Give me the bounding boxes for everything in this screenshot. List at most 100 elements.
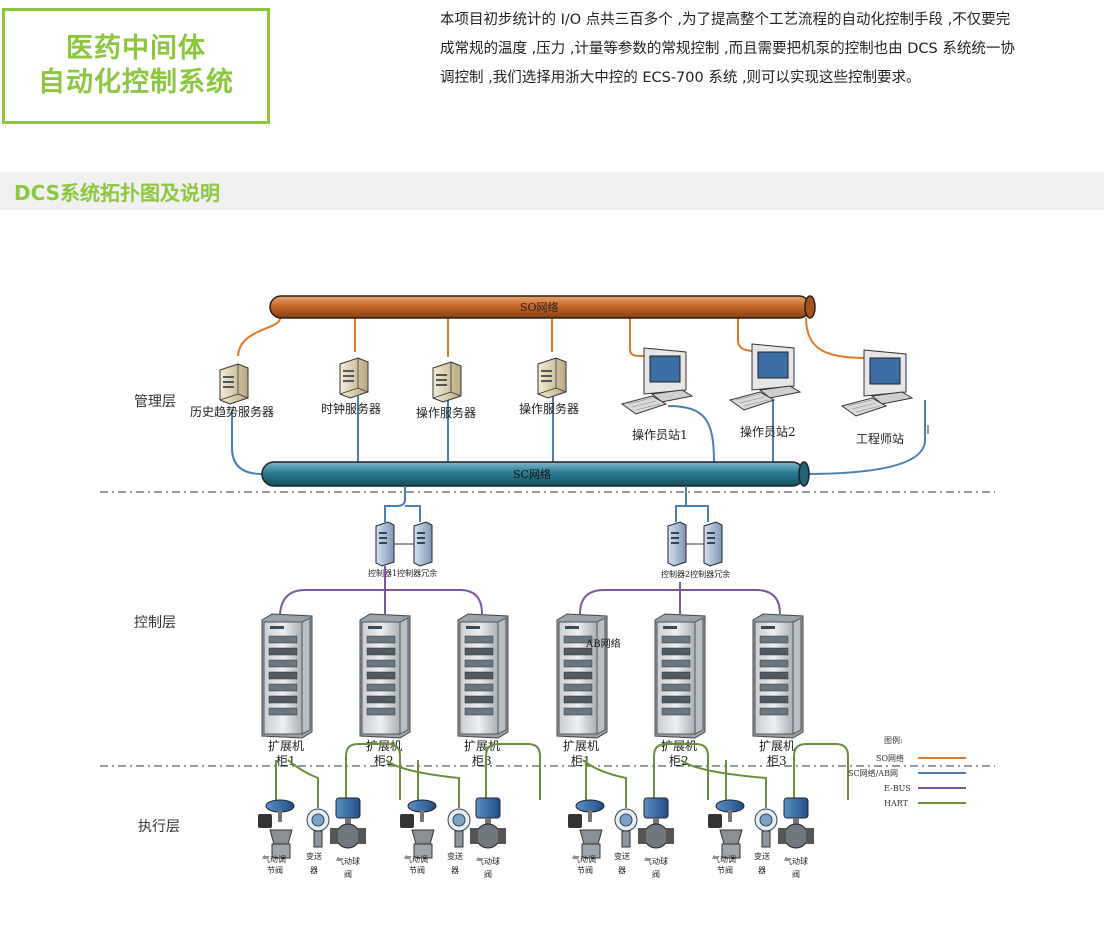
section-title: DCS系统拓扑图及说明 xyxy=(14,181,221,205)
legend-item-label: HART xyxy=(884,799,909,808)
hart-wires xyxy=(385,743,541,808)
control-valve-icon xyxy=(400,799,437,859)
device-label: 节阀 xyxy=(409,866,425,875)
legend-item: SO网络 xyxy=(876,753,966,763)
transmitter-icon xyxy=(614,808,638,848)
controller-uplinks xyxy=(384,486,709,522)
ball-valve-icon xyxy=(470,797,506,849)
device-label: 气动球 xyxy=(476,856,500,866)
control-valve-icon xyxy=(568,799,605,859)
cabinet-label-line2: 柜3 xyxy=(472,754,492,768)
cabinet-label-line1: 扩展机 xyxy=(563,739,599,753)
sc-network-bus: SC网络 xyxy=(261,461,810,487)
device-label: 变送 xyxy=(447,851,463,861)
server-label-4: 操作服务器 xyxy=(519,401,579,416)
legend-title: 图例: xyxy=(884,735,903,745)
legend-item-label: SC网络/AB网 xyxy=(848,768,898,778)
server-label-3: 操作服务器 xyxy=(416,405,476,420)
ball-valve-icon xyxy=(638,797,674,849)
sc-link-history-server xyxy=(231,410,263,475)
controller-label-2: 控制器2控制器冗余 xyxy=(661,569,730,579)
legend-item-label: SO网络 xyxy=(876,753,904,763)
device-label: 器 xyxy=(758,866,766,875)
title-line-1: 医药中间体 xyxy=(66,33,206,64)
server-icon xyxy=(339,357,369,399)
controller-pair-1 xyxy=(375,521,433,567)
device-label: 变送 xyxy=(306,851,322,861)
ball-valve-icon xyxy=(778,797,814,849)
hart-wires xyxy=(582,743,709,808)
so-link-operator-1 xyxy=(629,318,652,357)
device-label: 气动调 xyxy=(572,854,596,864)
computer-icon xyxy=(728,343,802,411)
hart-wires xyxy=(275,743,401,808)
ebus-links xyxy=(279,566,781,615)
field-devices: 气动调节阀变送器气动球阀气动调节阀变送器气动球阀气动调节阀变送器气动球阀气动调节… xyxy=(258,743,849,879)
transmitter-icon xyxy=(447,808,471,848)
server-icon xyxy=(219,363,249,405)
control-valve-icon xyxy=(258,799,295,859)
server-icon xyxy=(432,361,462,403)
ab-network-label: AB网络 xyxy=(585,637,621,650)
device-label: 阀 xyxy=(344,870,352,879)
device-label: 变送 xyxy=(754,851,770,861)
intro-text: 本项目初步统计的 I/O 点共三百多个 ,为了提高整个工艺流程的自动化控制手段 … xyxy=(440,6,1104,93)
cabinet-label-line2: 柜1 xyxy=(276,754,296,768)
so-link-history-server xyxy=(237,317,281,357)
control-valve-icon xyxy=(708,799,745,859)
legend: 图例: SO网络 SC网络/AB网 E-BUS HART xyxy=(848,735,966,808)
legend-item: E-BUS xyxy=(884,784,966,793)
intro-line-2: 成常规的温度 ,压力 ,计量等参数的常规控制 ,而且需要把机泵的控制也由 DCS… xyxy=(440,41,1015,57)
device-label: 气动调 xyxy=(712,854,736,864)
cabinet-label-line1: 扩展机 xyxy=(661,739,697,753)
cabinet-label-line1: 扩展机 xyxy=(366,739,402,753)
section-header: DCS系统拓扑图及说明 xyxy=(0,172,1104,210)
device-label: 器 xyxy=(618,866,626,875)
intro-line-1: 本项目初步统计的 I/O 点共三百多个 ,为了提高整个工艺流程的自动化控制手段 … xyxy=(440,12,1011,28)
layer-label-management: 管理层 xyxy=(134,394,176,410)
so-network-label: SO网络 xyxy=(520,300,559,314)
device-label: 气动调 xyxy=(262,854,286,864)
cabinet-label-line2: 柜1 xyxy=(571,754,591,768)
cabinet-label-line1: 扩展机 xyxy=(268,739,304,753)
device-label: 气动球 xyxy=(336,856,360,866)
legend-item: HART xyxy=(884,799,966,808)
server-icon xyxy=(537,357,567,399)
layer-label-execution: 执行层 xyxy=(138,819,180,835)
device-label: 阀 xyxy=(484,870,492,879)
legend-item-label: E-BUS xyxy=(884,784,911,793)
cabinet-label-line2: 柜2 xyxy=(669,754,689,768)
device-label: 器 xyxy=(310,866,318,875)
title-line-2: 自动化控制系统 xyxy=(38,67,234,98)
title-box: 医药中间体 自动化控制系统 xyxy=(2,8,270,124)
sc-network-label: SC网络 xyxy=(513,467,551,481)
device-label: 节阀 xyxy=(267,866,283,875)
management-links xyxy=(231,317,926,475)
device-label: 阀 xyxy=(792,870,800,879)
layer-label-control: 控制层 xyxy=(134,615,176,631)
device-label: 气动调 xyxy=(404,854,428,864)
device-label: 气动球 xyxy=(784,856,808,866)
server-label-1: 历史趋势服务器 xyxy=(190,404,274,419)
legend-item: SC网络/AB网 xyxy=(848,768,966,778)
so-network-bus: SO网络 xyxy=(269,295,816,319)
device-label: 变送 xyxy=(614,851,630,861)
so-link-operator-2 xyxy=(737,318,757,353)
sc-link-operator-1 xyxy=(667,405,715,463)
workstation-label-2: 操作员站2 xyxy=(740,424,796,439)
server-label-2: 时钟服务器 xyxy=(321,401,381,416)
cabinet-label-line2: 柜2 xyxy=(374,754,394,768)
device-label: 气动球 xyxy=(644,856,668,866)
computer-icon xyxy=(840,349,914,417)
device-label: 节阀 xyxy=(577,866,593,875)
